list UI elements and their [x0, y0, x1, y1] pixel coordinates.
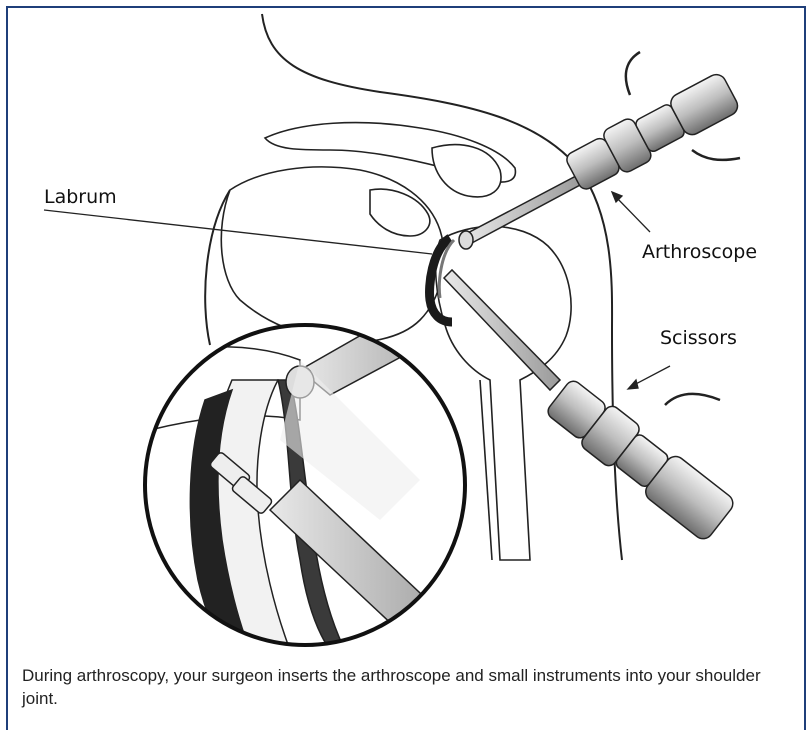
magnified-inset — [145, 290, 470, 660]
figure-caption: During arthroscopy, your surgeon inserts… — [22, 664, 792, 710]
label-labrum: Labrum — [44, 186, 117, 208]
label-arthroscope: Arthroscope — [642, 241, 757, 263]
shoulder-arthroscopy-illustration: Labrum Arthroscope Scissors — [0, 0, 812, 660]
arthroscope-instrument — [459, 52, 742, 249]
label-scissors: Scissors — [660, 327, 737, 349]
